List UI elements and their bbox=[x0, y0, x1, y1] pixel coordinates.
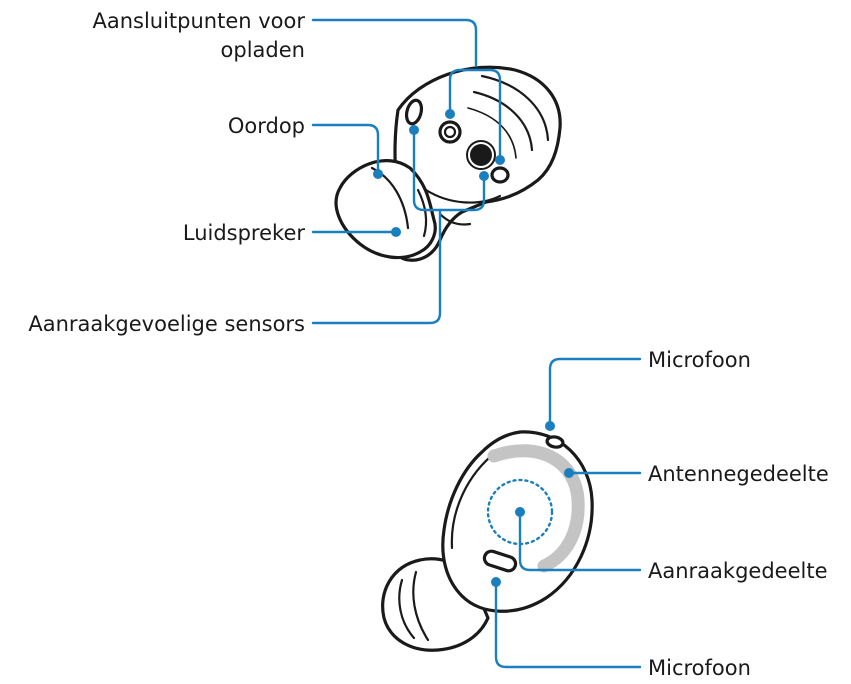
body-contour-2 bbox=[472, 90, 534, 152]
dot-mic-bottom bbox=[491, 577, 501, 587]
label-ear-tip: Oordop bbox=[228, 114, 305, 138]
dot-touchpad bbox=[515, 507, 525, 517]
label-antenna: Antennegedeelte bbox=[648, 462, 829, 486]
label-touch-sensors: Aanraakgevoelige sensors bbox=[28, 312, 305, 336]
leader-mic-bottom bbox=[494, 582, 642, 669]
leader-charging-contacts bbox=[311, 18, 478, 68]
leader-touchpad bbox=[518, 512, 642, 572]
outer-shell-inner-edge bbox=[450, 450, 498, 550]
dot-mic-top bbox=[545, 421, 555, 431]
label-speaker: Luidspreker bbox=[183, 221, 306, 245]
dot-speaker bbox=[391, 227, 401, 237]
label-charging-contacts-line1: Aansluitpunten voor bbox=[92, 9, 305, 33]
label-microphone-bottom: Microfoon bbox=[648, 656, 751, 680]
sensor-slot bbox=[404, 98, 424, 126]
label-charging-contacts-line2: opladen bbox=[221, 38, 305, 62]
labels: Aansluitpunten voor opladen Oordop Luids… bbox=[28, 9, 828, 680]
label-touchpad: Aanraakgedeelte bbox=[648, 559, 827, 583]
charging-contact-small bbox=[490, 166, 510, 184]
dot-touch-left bbox=[409, 125, 419, 135]
leader-mic-top bbox=[548, 357, 642, 426]
dot-charging-right bbox=[495, 155, 505, 165]
dot-antenna bbox=[564, 468, 574, 478]
leader-touch-sensors bbox=[311, 208, 442, 325]
label-microphone-top: Microfoon bbox=[648, 348, 751, 372]
body-lower-ridge bbox=[424, 188, 502, 204]
earbud-outer-view bbox=[381, 430, 594, 652]
outer-shell bbox=[441, 430, 594, 613]
leader-touch-bracket bbox=[412, 128, 486, 212]
charging-contact-ring bbox=[438, 120, 462, 144]
top-mic-slot bbox=[545, 435, 565, 449]
dot-touch-right bbox=[479, 171, 489, 181]
body-lower-step bbox=[438, 212, 472, 226]
outer-ear-tip-rim bbox=[398, 578, 416, 640]
bottom-mic-slot bbox=[482, 549, 518, 573]
body-contour-1 bbox=[480, 74, 550, 142]
leader-charging-bracket bbox=[448, 68, 502, 162]
ear-tip-inner bbox=[416, 188, 428, 238]
speaker-mesh bbox=[470, 144, 492, 166]
speaker-mesh-ring bbox=[466, 140, 496, 170]
outer-ear-tip-rim-2 bbox=[412, 570, 430, 642]
dot-charging-left bbox=[445, 109, 455, 119]
leader-lines bbox=[311, 18, 642, 669]
antenna-band bbox=[487, 444, 585, 573]
leader-ear-tip bbox=[311, 123, 380, 174]
body-contour-3 bbox=[467, 107, 517, 159]
charging-contact-ring-inner bbox=[443, 125, 457, 139]
ear-tip-shape bbox=[334, 159, 437, 260]
dot-ear-tip bbox=[373, 169, 383, 179]
